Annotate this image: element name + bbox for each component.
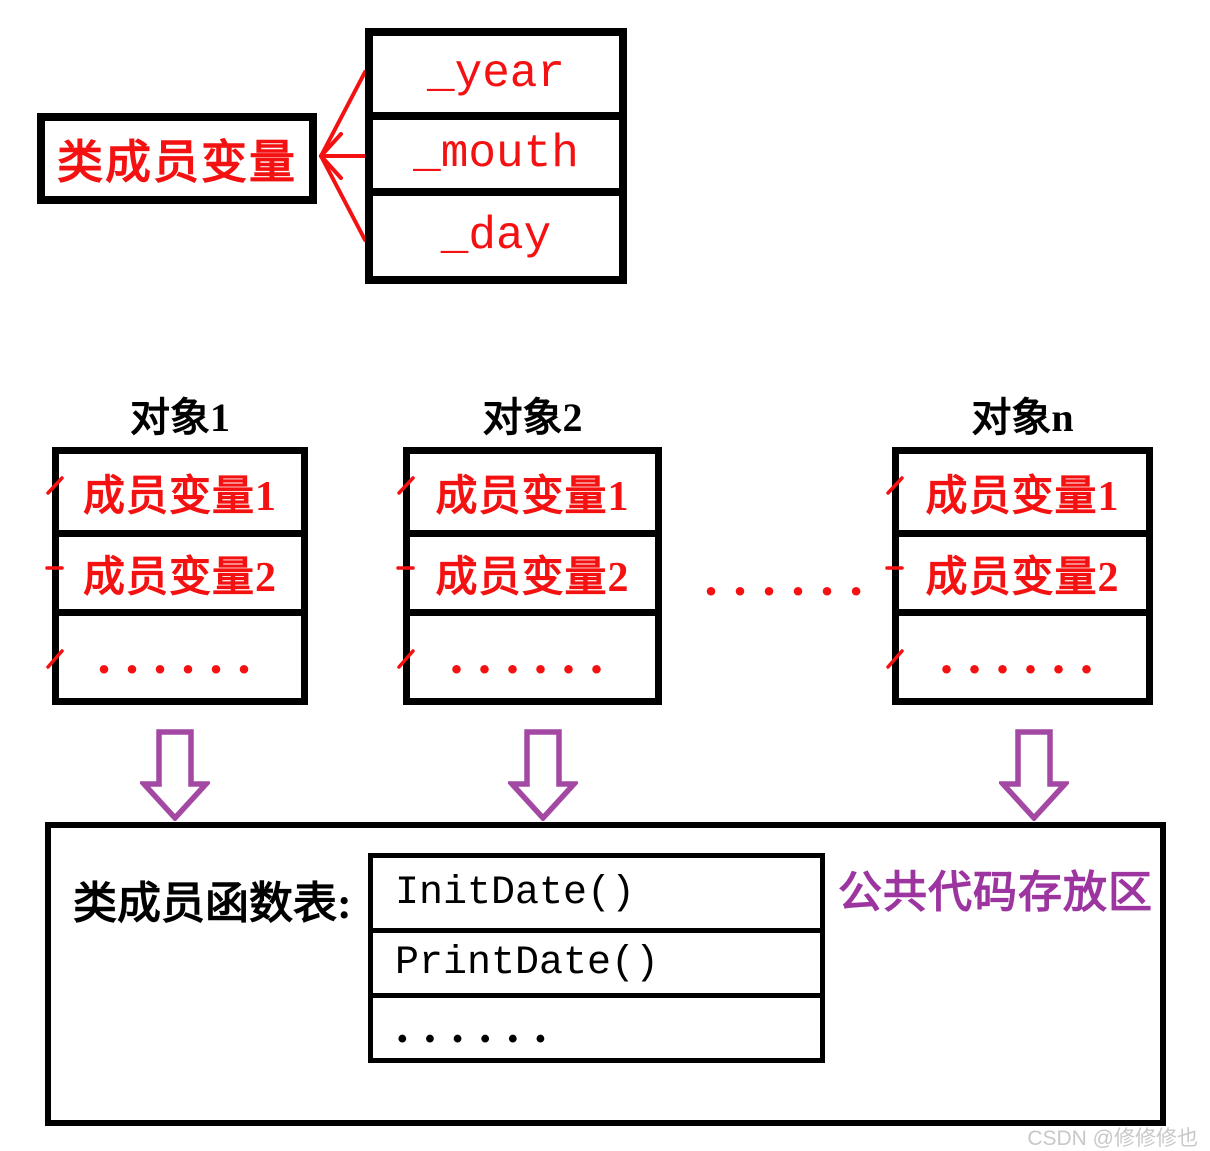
object2-red-arrow-fragments-icon	[396, 476, 415, 669]
field-year-label: _year	[426, 48, 566, 100]
object2-ellipsis-cell: ......	[410, 609, 655, 698]
class-member-variables-label: 类成员变量	[57, 136, 297, 188]
function-row-ellipsis: ......	[373, 993, 820, 1058]
down-arrow-icon	[140, 729, 210, 821]
object2-title: 对象2	[482, 395, 583, 440]
function-row-printdate: PrintDate()	[373, 928, 820, 993]
printdate-label: PrintDate()	[395, 940, 660, 986]
object1-red-arrow-fragments-icon	[45, 476, 64, 669]
object2-ellipsis: ......	[448, 630, 617, 684]
function-row-initdate: InitDate()	[373, 858, 820, 928]
objectn-ellipsis: ......	[938, 630, 1107, 684]
red-converge-arrow-icon	[319, 70, 367, 242]
field-day-label: _day	[440, 210, 552, 262]
objects-ellipsis: ......	[703, 552, 878, 606]
object2-member2-label: 成员变量2	[435, 554, 630, 601]
class-member-variables-box: 类成员变量	[37, 113, 317, 204]
object2-table: 成员变量1 成员变量2 ......	[403, 447, 662, 705]
object1-ellipsis: ......	[95, 630, 265, 684]
code-region-label: 公共代码存放区	[838, 868, 1153, 917]
function-ellipsis: ......	[395, 1003, 561, 1052]
object2-member1-cell: 成员变量1	[410, 454, 655, 530]
down-arrow-icon	[508, 729, 578, 821]
initdate-label: InitDate()	[395, 870, 636, 916]
object1-member2-cell: 成员变量2	[59, 530, 301, 609]
objectn-table: 成员变量1 成员变量2 ......	[892, 447, 1153, 705]
watermark: CSDN @修修修也	[1027, 1127, 1198, 1150]
object1-member1-cell: 成员变量1	[59, 454, 301, 530]
object2-member2-cell: 成员变量2	[410, 530, 655, 609]
field-mouth-label: _mouth	[413, 128, 579, 180]
down-arrow-icon	[999, 729, 1069, 821]
object1-ellipsis-cell: ......	[59, 609, 301, 698]
field-row-year: _year	[373, 36, 619, 112]
field-row-mouth: _mouth	[373, 112, 619, 188]
common-code-region-box	[45, 822, 1166, 1126]
member-fields-table: _year _mouth _day	[365, 28, 627, 284]
object1-table: 成员变量1 成员变量2 ......	[52, 447, 308, 705]
object2-member1-label: 成员变量1	[435, 473, 630, 520]
objectn-member2-cell: 成员变量2	[899, 530, 1146, 609]
class-function-table: InitDate() PrintDate() ......	[368, 853, 825, 1063]
object1-member1-label: 成员变量1	[82, 473, 277, 520]
class-function-table-label: 类成员函数表:	[73, 879, 352, 928]
objectn-red-arrow-fragments-icon	[885, 476, 904, 669]
objectn-member1-label: 成员变量1	[925, 473, 1120, 520]
objectn-ellipsis-cell: ......	[899, 609, 1146, 698]
objectn-title: 对象n	[971, 395, 1074, 440]
object1-title: 对象1	[130, 395, 230, 440]
object1-member2-label: 成员变量2	[82, 554, 277, 601]
field-row-day: _day	[373, 188, 619, 276]
objectn-member2-label: 成员变量2	[925, 554, 1120, 601]
objectn-member1-cell: 成员变量1	[899, 454, 1146, 530]
